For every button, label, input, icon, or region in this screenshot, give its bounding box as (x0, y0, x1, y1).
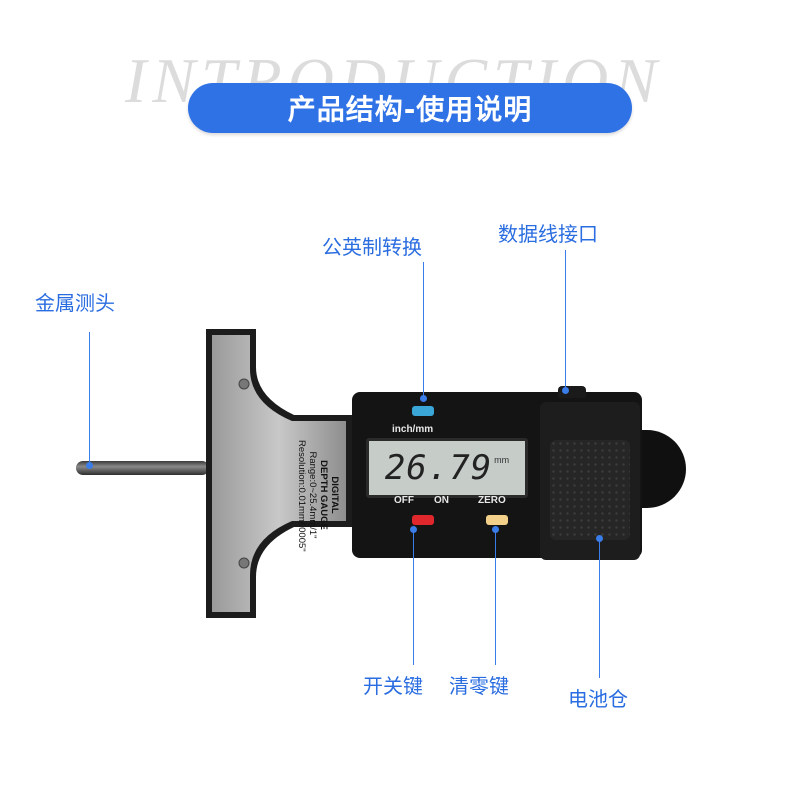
callout-power-key-label: 开关键 (363, 674, 423, 698)
callout-zero-key-leader (495, 530, 496, 665)
callout-probe-label: 金属测头 (35, 291, 115, 315)
callout-zero-key-dot (492, 526, 499, 533)
callout-data-port-label: 数据线接口 (498, 222, 598, 246)
callout-battery-label: 电池仓 (568, 687, 628, 711)
callout-unit-switch-leader (423, 262, 424, 398)
callout-power-key-leader (413, 530, 414, 665)
callout-data-port-dot (562, 387, 569, 394)
on-label: ON (434, 495, 449, 506)
lcd-display: 26.79 mm (366, 438, 528, 498)
plate-line: DEPTH GAUGE (318, 460, 329, 530)
callout-zero-key-label: 清零键 (449, 674, 509, 698)
callout-battery-dot (596, 535, 603, 542)
power-button[interactable] (412, 515, 434, 525)
callout-probe-dot (86, 462, 93, 469)
section-title-banner: 产品结构-使用说明 (188, 83, 632, 133)
unit-mode-label: inch/mm (392, 424, 434, 435)
unit-switch-button[interactable] (412, 406, 434, 416)
zero-label: ZERO (478, 495, 506, 506)
callout-unit-switch-dot (420, 395, 427, 402)
section-title: 产品结构-使用说明 (287, 93, 533, 126)
callout-battery-leader (599, 540, 600, 678)
zero-button[interactable] (486, 515, 508, 525)
battery-cover-grip (550, 440, 630, 540)
display-unit: mm (494, 455, 510, 465)
plate-line: Range:0~25.4mm/1" (307, 451, 318, 539)
display-reading: 26.79 (384, 448, 493, 488)
metal-t-base (206, 329, 352, 618)
metal-probe-rod (76, 461, 209, 475)
callout-probe-leader (89, 332, 90, 464)
plate-line: Resolution:0.01mm/.0005" (296, 440, 307, 552)
callout-data-port-leader (565, 250, 566, 390)
callout-power-key-dot (410, 526, 417, 533)
off-label: OFF (394, 495, 414, 506)
plate-line: DIGITAL (329, 476, 340, 514)
callout-unit-switch-label: 公英制转换 (322, 235, 422, 259)
plate-engraving: DIGITAL DEPTH GAUGE Range:0~25.4mm/1" Re… (230, 440, 340, 552)
